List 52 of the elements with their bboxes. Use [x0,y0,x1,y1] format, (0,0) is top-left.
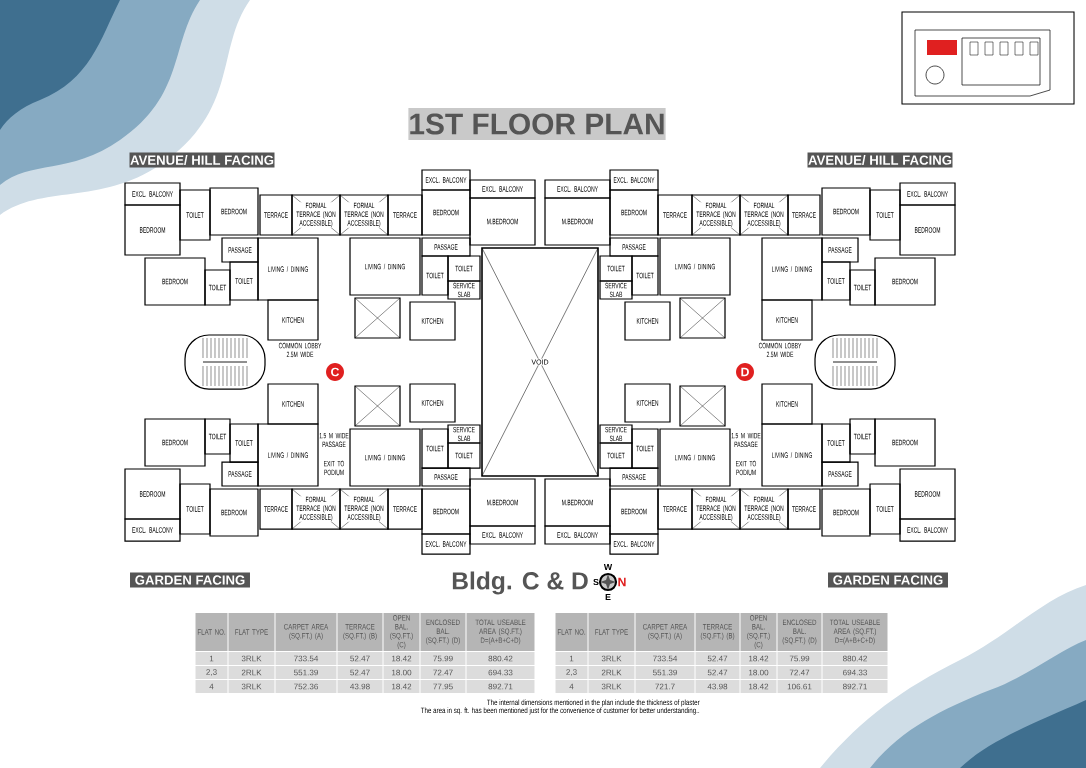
compass-letter: E [605,594,611,601]
table-cell: 106.61 [777,680,822,693]
table-cell: 18.00 [740,666,777,679]
table-cell: 694.33 [822,666,888,679]
table-cell: 75.99 [420,652,466,665]
facing-label: GARDEN FACING [828,572,948,588]
table-cell: 18.42 [383,680,420,693]
table-cell: 733.54 [275,652,337,665]
table-cell: 752.36 [275,680,337,693]
table-cell: 72.47 [777,666,822,679]
table-cell: 551.39 [635,666,695,679]
table-cell: 52.47 [337,652,383,665]
table-cell: 3RLK [228,652,275,665]
table-cell: 43.98 [337,680,383,693]
table-cell: 77.95 [420,680,466,693]
table-cell: 880.42 [466,652,535,665]
table-cell: 75.99 [777,652,822,665]
table-cell: 3RLK [588,680,635,693]
table-cell: 72.47 [420,666,466,679]
table-cell: 880.42 [822,652,888,665]
table-cell: 18.42 [740,680,777,693]
table-cell: 4 [555,680,588,693]
table-cell: 18.42 [383,652,420,665]
table-cell: 3RLK [228,680,275,693]
table-cell: 52.47 [695,666,740,679]
table-cell: 4 [195,680,228,693]
table-cell: 1 [555,652,588,665]
facing-label: GARDEN FACING [130,572,250,588]
title-banner: 1ST FLOOR PLAN [408,108,666,140]
building-title: Bldg. C & D [452,571,588,595]
table-cell: 551.39 [275,666,337,679]
table-cell: 3RLK [588,652,635,665]
table-cell: 892.71 [466,680,535,693]
compass-letter: N [618,577,626,587]
table-cell: 694.33 [466,666,535,679]
table-cell: 2,3 [195,666,228,679]
table-cell: 1 [195,652,228,665]
compass-letter: S [593,578,599,586]
table-cell: 892.71 [822,680,888,693]
compass-letter: W [603,564,613,571]
table-cell: 18.42 [740,652,777,665]
table-cell: 721.7 [635,680,695,693]
table-cell: 2RLK [588,666,635,679]
table-cell: 43.98 [695,680,740,693]
facing-label: AVENUE/ HILL FACING [807,152,953,168]
facing-label: AVENUE/ HILL FACING [129,152,275,168]
table-cell: 733.54 [635,652,695,665]
table-cell: 18.00 [383,666,420,679]
table-cell: 52.47 [337,666,383,679]
table-cell: 52.47 [695,652,740,665]
table-cell: 2,3 [555,666,588,679]
table-cell: 2RLK [228,666,275,679]
